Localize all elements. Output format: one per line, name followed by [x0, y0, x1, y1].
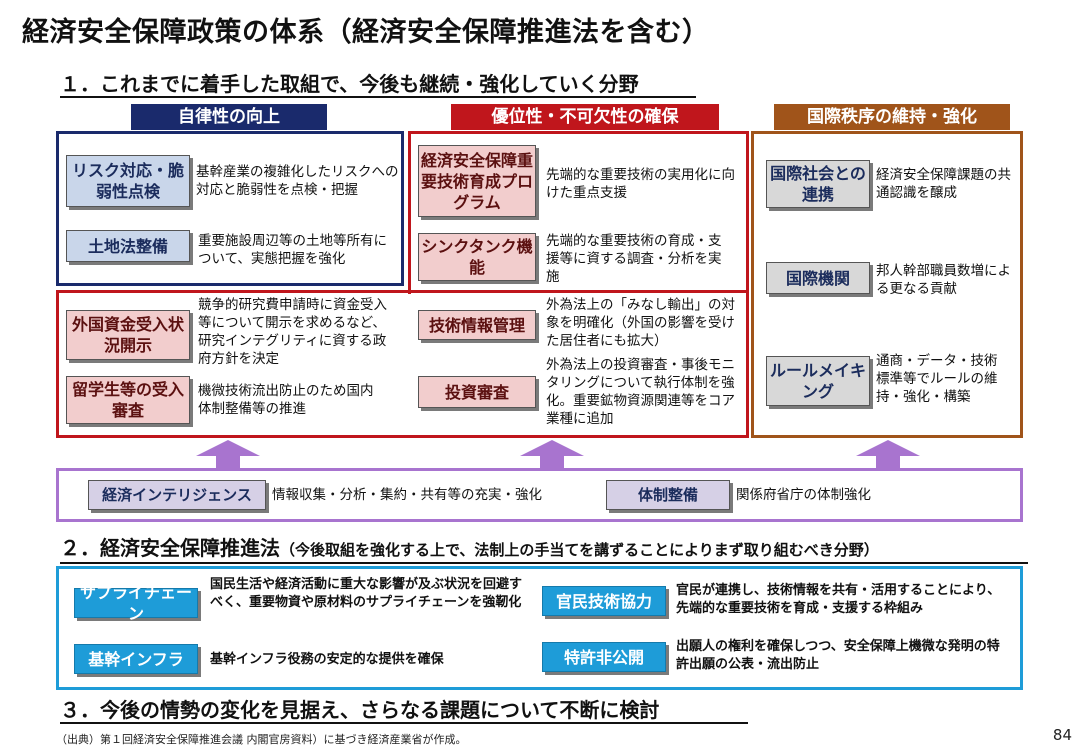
autonomy-header: 自律性の向上 [131, 104, 327, 130]
intelligence-desc: 情報収集・分析・集約・共有等の充実・強化 [272, 487, 542, 503]
intl-cooperation-label: 国際社会との連携 [766, 160, 870, 208]
think-tank-desc: 先端的な重要技術の育成・支援等に資する調査・分析を実施 [546, 233, 722, 285]
red-frame-lower [56, 290, 749, 438]
foreign-funds-desc: 競争的研究費申請時に資金受入等について開示を求めるなど、研究インテグリティに資す… [198, 297, 387, 367]
section2-subtitle: （今後取組を強化する上で、法制上の手当てを講ずることによりまず取り組むべき分野） [280, 541, 879, 559]
section2-frame [56, 566, 1023, 690]
foreign-funds-label: 外国資金受入状況開示 [66, 310, 190, 360]
tech-info-desc: 外為法上の「みなし輸出」の対象を明確化（外国の影響を受けた居住者にも拡大） [546, 297, 735, 349]
public-private-tech-desc: 官民が連携し、技術情報を共有・活用することにより、先端的な重要技術を育成・支援す… [676, 583, 1001, 616]
up-arrow-3-stem [876, 456, 900, 470]
red-frame-upper [408, 131, 749, 294]
section1-heading: １．これまでに着手した取組で、今後も継続・強化していく分野 [60, 72, 696, 98]
up-arrow-2 [520, 440, 584, 456]
section3-heading: ３．今後の情勢の変化を見据え、さらなる課題について不断に検討 [60, 698, 748, 724]
land-law-label: 土地法整備 [66, 230, 190, 262]
autonomy-frame [56, 131, 404, 286]
tech-program-label: 経済安全保障重要技術育成プログラム [418, 145, 536, 217]
risk-response-label: リスク対応・脆弱性点検 [66, 155, 190, 207]
superiority-header: 優位性・不可欠性の確保 [451, 104, 719, 130]
patent-secrecy-desc: 出願人の権利を確保しつつ、安全保障上機微な発明の特許出願の公表・流出防止 [676, 639, 1000, 672]
source-note: （出典）第１回経済安全保障推進会議 内閣官房資料）に基づき経済産業省が作成。 [56, 733, 467, 746]
system-setup-label: 体制整備 [606, 480, 730, 510]
think-tank-label: シンクタンク機能 [418, 233, 536, 281]
risk-response-desc: 基幹産業の複雑化したリスクへの対応と脆弱性を点検・把握 [196, 164, 399, 198]
up-arrow-1-stem [216, 456, 240, 470]
up-arrow-3 [856, 440, 920, 456]
supply-chain-label: サプライチェーン [74, 583, 198, 623]
system-setup-desc: 関係府省庁の体制強化 [736, 487, 871, 503]
section2-heading: ２．経済安全保障推進法（今後取組を強化する上で、法制上の手当てを講ずることにより… [60, 536, 1028, 564]
order-header: 国際秩序の維持・強化 [774, 104, 1010, 130]
section2-title: ２．経済安全保障推進法 [60, 536, 280, 560]
student-screening-label: 留学生等の受入審査 [66, 376, 190, 424]
rule-making-label: ルールメイキング [766, 356, 870, 406]
tech-info-label: 技術情報管理 [418, 310, 536, 340]
intl-orgs-label: 国際機関 [766, 262, 870, 294]
investment-review-desc: 外為法上の投資審査・事後モニタリングについて執行体制を強化。重要鉱物資源関連等を… [546, 357, 735, 427]
page-title: 経済安全保障政策の体系（経済安全保障推進法を含む） [22, 17, 710, 48]
up-arrow-2-stem [540, 456, 564, 470]
foundation-frame [56, 468, 1023, 522]
order-frame [751, 131, 1023, 438]
intl-orgs-desc: 邦人幹部職員数増による更なる貢献 [876, 263, 1011, 297]
student-screening-desc: 機微技術流出防止のため国内体制整備等の推進 [198, 383, 374, 417]
patent-secrecy-label: 特許非公開 [542, 642, 666, 672]
tech-program-desc: 先端的な重要技術の実用化に向けた重点支援 [546, 167, 735, 201]
public-private-tech-label: 官民技術協力 [542, 586, 666, 616]
up-arrow-1 [196, 440, 260, 456]
page-number: 84 [1052, 726, 1072, 744]
intl-cooperation-desc: 経済安全保障課題の共通認識を醸成 [876, 167, 1011, 201]
intelligence-label: 経済インテリジェンス [88, 480, 266, 510]
rule-making-desc: 通商・データ・技術標準等でルールの維持・強化・構築 [876, 353, 998, 405]
supply-chain-desc: 国民生活や経済活動に重大な影響が及ぶ状況を回避すべく、重要物資や原材料のサプライ… [210, 577, 523, 610]
land-law-desc: 重要施設周辺等の土地等所有について、実態把握を強化 [198, 233, 387, 267]
investment-review-label: 投資審査 [418, 376, 536, 408]
infrastructure-label: 基幹インフラ [74, 644, 198, 674]
infrastructure-desc: 基幹インフラ役務の安定的な提供を確保 [210, 652, 444, 667]
